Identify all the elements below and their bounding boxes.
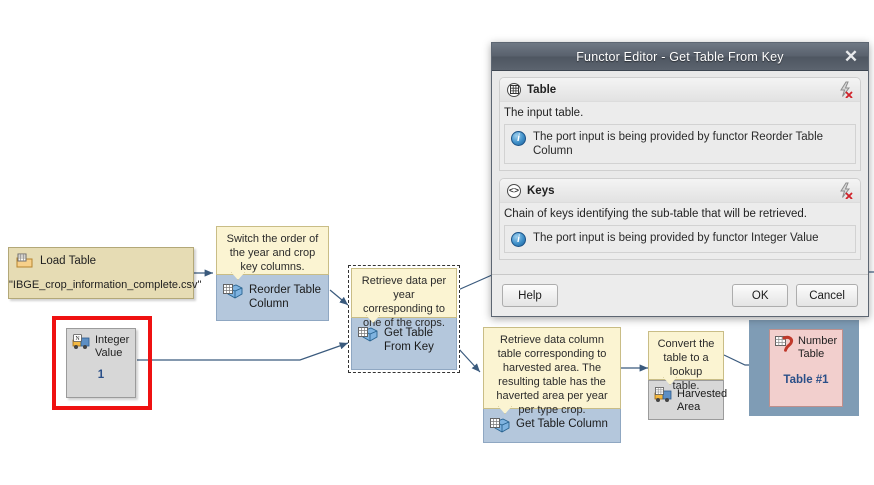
node-title: Reorder Table Column (249, 284, 322, 310)
lookup-truck-icon (654, 387, 673, 403)
section-keys-header: <> Keys (500, 179, 860, 203)
folder-table-icon (16, 253, 34, 269)
dialog-titlebar[interactable]: Functor Editor - Get Table From Key ✕ (492, 43, 868, 71)
highlight-box-integer-value (52, 316, 152, 410)
table-cube-icon (490, 416, 510, 434)
number-table-value: Table #1 (783, 374, 829, 386)
dialog-title: Functor Editor - Get Table From Key (576, 49, 784, 64)
section-table-description: The input table. (504, 107, 584, 119)
get-table-from-key-body[interactable]: Get Table From Key (351, 318, 457, 370)
table-cube-icon (223, 282, 243, 300)
section-keys: <> Keys Chain of keys identifying the su… (499, 178, 861, 260)
node-load-table[interactable]: Load Table "IBGE_crop_information_comple… (8, 247, 202, 299)
harvested-area-comment: Convert the table to a lookup table. (648, 331, 724, 392)
get-table-from-key-comment: Retrieve data per year corresponding to … (351, 268, 457, 329)
clear-port-icon[interactable] (837, 182, 854, 200)
node-get-table-column[interactable]: Retrieve data column table corresponding… (483, 327, 621, 443)
node-title: Load Table (40, 255, 97, 267)
load-table-header: Load Table (9, 248, 193, 269)
node-get-table-from-key[interactable]: Retrieve data per year corresponding to … (348, 265, 460, 373)
dialog-body: Table The input table. i The port input … (492, 71, 868, 274)
dialog-footer: Help OK Cancel (492, 274, 868, 316)
ok-button[interactable]: OK (732, 284, 789, 307)
svg-text:N: N (75, 336, 80, 342)
section-table-info-text: The port input is being provided by func… (533, 131, 824, 157)
section-table: Table The input table. i The port input … (499, 77, 861, 171)
node-reorder-table-column[interactable]: Switch the order of the year and crop ke… (216, 226, 329, 321)
section-keys-title: Keys (527, 184, 555, 197)
section-table-header: Table (500, 78, 860, 102)
reorder-table-column-comment: Switch the order of the year and crop ke… (216, 226, 329, 280)
integer-value-value: 1 (97, 369, 105, 381)
table-cube-icon (358, 325, 378, 343)
section-keys-info: i The port input is being provided by fu… (504, 225, 856, 253)
close-icon[interactable]: ✕ (843, 46, 859, 66)
load-table-filename: "IBGE_crop_information_complete.csv" (9, 279, 202, 291)
get-table-column-comment: Retrieve data column table corresponding… (483, 327, 621, 416)
reorder-table-column-body[interactable]: Reorder Table Column (216, 275, 329, 321)
integer-truck-icon: N (72, 334, 91, 350)
functor-editor-dialog[interactable]: Functor Editor - Get Table From Key ✕ Ta… (491, 42, 869, 317)
section-keys-description: Chain of keys identifying the sub-table … (504, 208, 807, 220)
node-title: Get Table From Key (384, 327, 434, 353)
get-table-column-body[interactable]: Get Table Column (483, 409, 621, 443)
table-icon (507, 82, 521, 97)
node-harvested-area[interactable]: Convert the table to a lookup table. Har… (648, 331, 728, 420)
section-table-info: i The port input is being provided by fu… (504, 124, 856, 164)
info-icon: i (511, 131, 526, 146)
number-table-icon (775, 335, 794, 352)
node-title: Get Table Column (516, 418, 608, 430)
code-brackets-icon: <> (507, 183, 521, 198)
info-icon: i (511, 232, 526, 247)
clear-port-icon[interactable] (837, 81, 854, 99)
cancel-button[interactable]: Cancel (796, 284, 858, 307)
section-table-title: Table (527, 83, 557, 96)
section-keys-info-text: The port input is being provided by func… (533, 232, 819, 244)
help-button[interactable]: Help (502, 284, 558, 307)
